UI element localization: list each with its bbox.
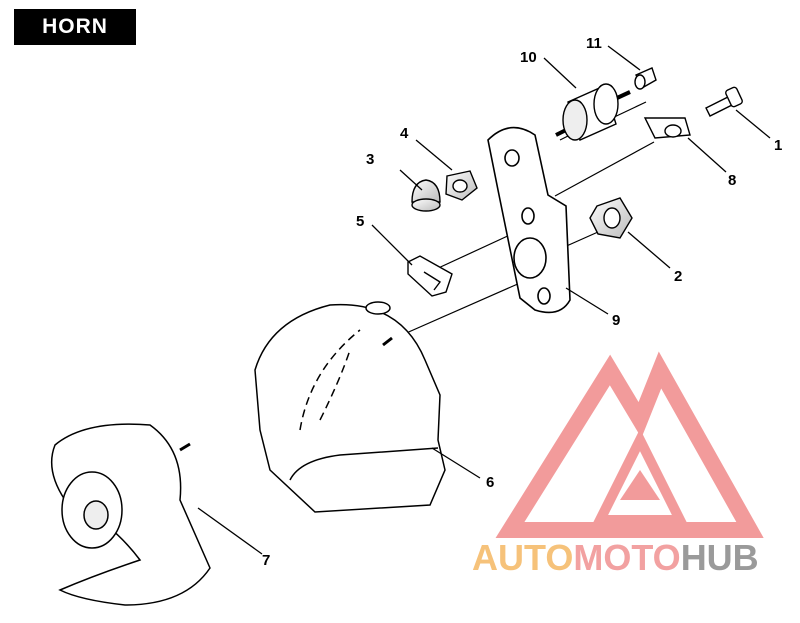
diagram-title: HORN [14, 9, 136, 45]
callout-7: 7 [262, 552, 270, 569]
callout-1: 1 [774, 137, 782, 154]
callout-5: 5 [356, 213, 364, 230]
part-4-flange-nut [445, 170, 478, 201]
callout-6: 6 [486, 474, 494, 491]
part-3-acorn-nut [411, 179, 441, 212]
part-5-terminal-clip [407, 255, 453, 297]
callout-11: 11 [586, 35, 602, 52]
watermark-logo [495, 351, 764, 538]
watermark-hub: HUB [680, 537, 759, 578]
callout-4: 4 [400, 125, 409, 142]
watermark-auto: AUTO [472, 537, 574, 578]
watermark-moto: MOTO [573, 537, 681, 578]
watermark-text: AUTOMOTOHUB [472, 540, 759, 576]
part-7-horn [50, 423, 211, 606]
callout-2: 2 [674, 268, 682, 285]
leader-lines [197, 45, 771, 555]
callout-labels: 1 2 3 4 5 6 7 8 9 10 11 [262, 35, 782, 569]
part-8-clip [643, 117, 691, 139]
part-2-hex-nut [589, 197, 633, 239]
part-1-screw [705, 86, 743, 117]
part-6-horn [254, 301, 446, 513]
part-11-cap [634, 67, 657, 90]
callout-10: 10 [520, 49, 537, 66]
part-9-bracket [487, 126, 571, 314]
callout-9: 9 [612, 312, 620, 329]
callout-3: 3 [366, 151, 374, 168]
part-10-rubber-mount [555, 83, 631, 141]
callout-8: 8 [728, 172, 736, 189]
